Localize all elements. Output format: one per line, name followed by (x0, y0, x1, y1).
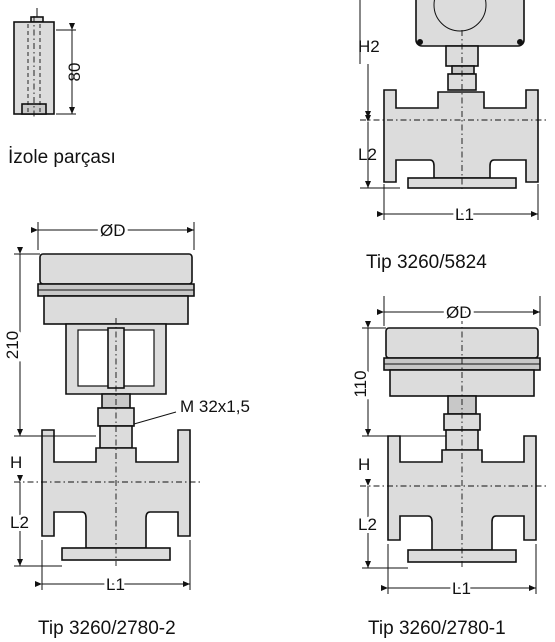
valve-5824-l2-dim: L2 (358, 145, 377, 164)
valve-2780-1-l1-dim: L1 (452, 579, 471, 598)
valve-2780-2-caption: Tip 3260/2780-2 (38, 618, 176, 639)
valve-2780-1-h-dim: H (358, 455, 370, 474)
valve-2780-2-h-dim: H (10, 453, 22, 472)
valve-2780-2-height-dim: 210 (3, 331, 22, 359)
insulation-caption: İzole parçası (8, 147, 116, 168)
insulation-piece (13, 8, 76, 118)
valve-5824-l1-dim: L1 (455, 205, 474, 224)
valve-5824-caption: Tip 3260/5824 (366, 252, 487, 273)
valve-5824-h2-dim: H2 (358, 37, 380, 56)
valve-2780-2-drawing (14, 222, 200, 590)
valve-2780-2-thread-dim: M 32x1,5 (180, 397, 250, 416)
valve-2780-2-diameter-dim: ØD (100, 221, 126, 240)
valve-2780-1-diameter-dim: ØD (446, 303, 472, 322)
valve-2780-2-l2-dim: L2 (10, 513, 29, 532)
insulation-height-dim: 80 (65, 63, 84, 82)
valve-2780-1-drawing (360, 296, 546, 594)
valve-2780-1-height-dim: 110 (351, 370, 370, 397)
valve-5824-drawing (359, 0, 548, 220)
valve-2780-2-l1-dim: L1 (106, 575, 125, 594)
valve-2780-1-l2-dim: L2 (358, 515, 377, 534)
valve-2780-1-caption: Tip 3260/2780-1 (368, 618, 506, 639)
